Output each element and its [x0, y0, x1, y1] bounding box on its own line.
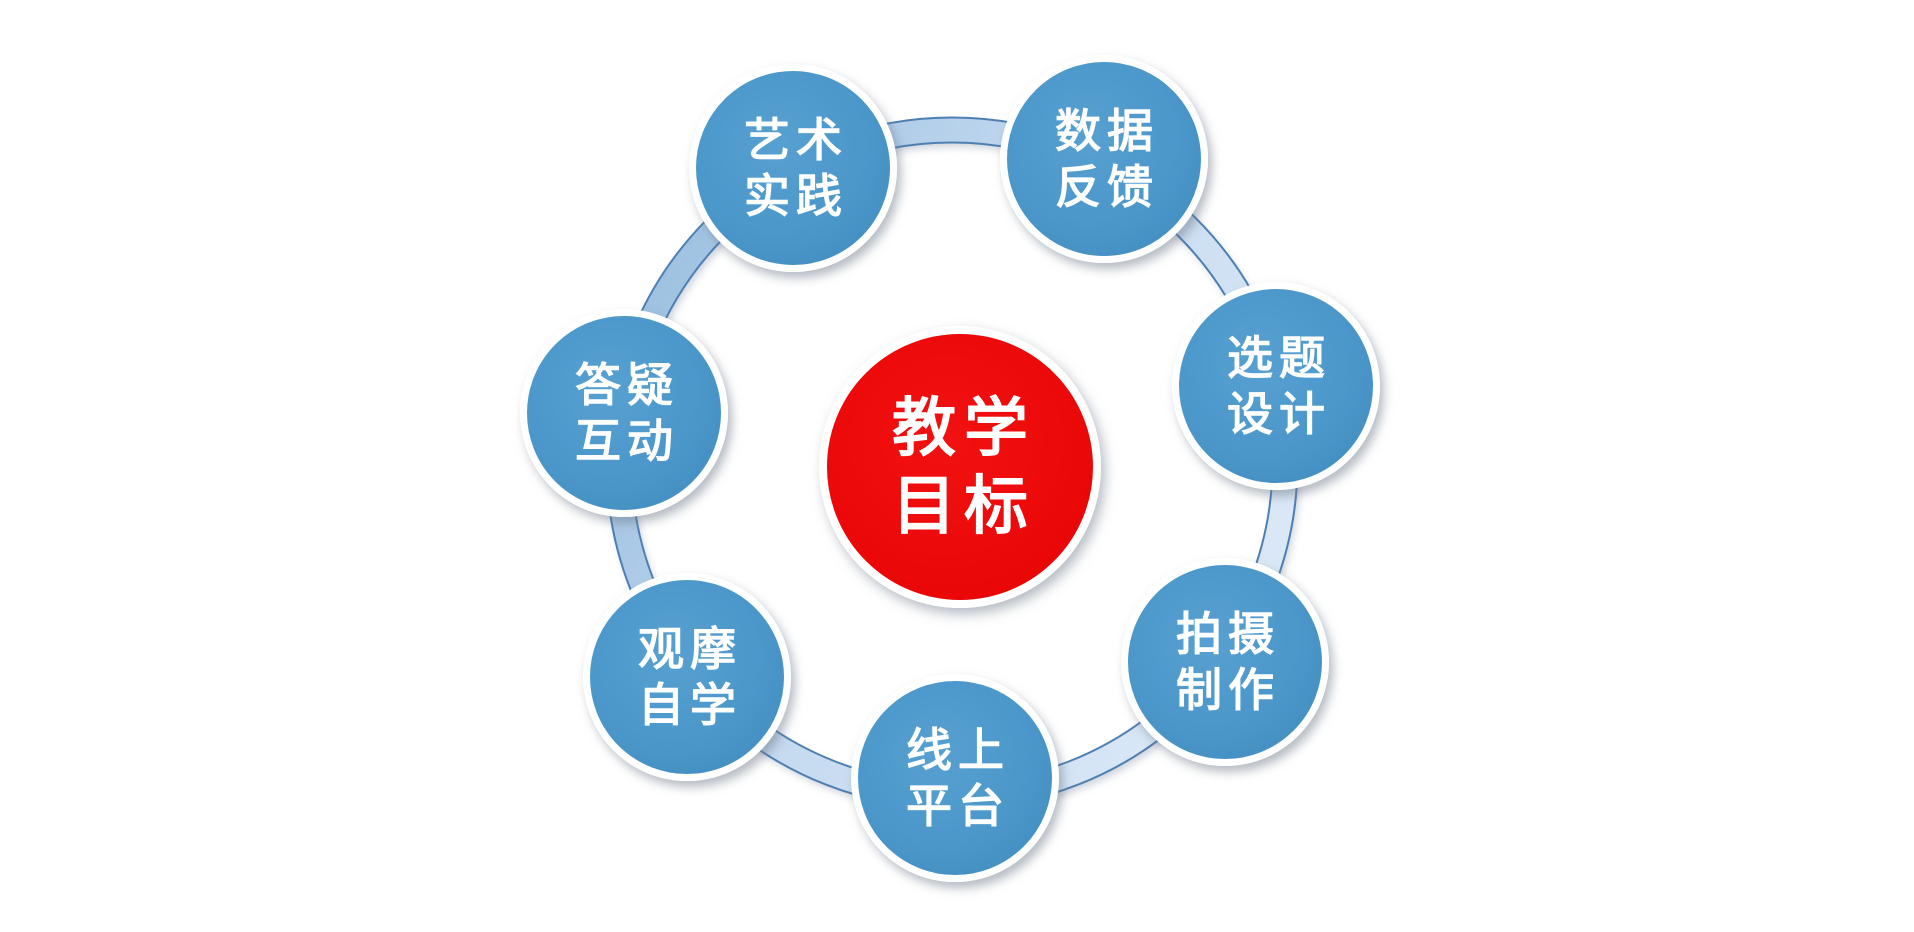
center-label-line: 目标: [892, 470, 1036, 542]
node-label-line: 观摩: [638, 622, 742, 675]
node-teaching-goal-center: 教学 目标: [819, 326, 1101, 608]
node-label-line: 反馈: [1055, 161, 1159, 213]
node-data-feedback: 数据 反馈: [1000, 55, 1208, 263]
node-label-line: 制作: [1176, 664, 1280, 716]
node-label-line: 互动: [575, 415, 679, 467]
node-label-line: 平台: [906, 780, 1010, 832]
node-topic-design: 选题 设计: [1172, 282, 1380, 490]
node-label-line: 数据: [1055, 104, 1159, 157]
node-qa-interaction: 答疑 互动: [520, 309, 728, 517]
node-online-platform: 线上 平台: [851, 674, 1059, 882]
node-label-line: 答疑: [575, 358, 679, 411]
node-label-line: 拍摄: [1176, 607, 1280, 660]
node-label-line: 选题: [1227, 331, 1331, 384]
center-label-line: 教学: [892, 391, 1036, 464]
node-label-line: 艺术: [744, 113, 848, 166]
node-observe-selfstudy: 观摩 自学: [583, 573, 791, 781]
node-label-line: 线上: [906, 723, 1010, 776]
node-label-line: 实践: [744, 170, 848, 222]
node-shooting-production: 拍摄 制作: [1121, 558, 1329, 766]
node-label-line: 设计: [1227, 388, 1331, 440]
node-art-practice: 艺术 实践: [689, 64, 897, 272]
node-label-line: 自学: [638, 679, 742, 731]
